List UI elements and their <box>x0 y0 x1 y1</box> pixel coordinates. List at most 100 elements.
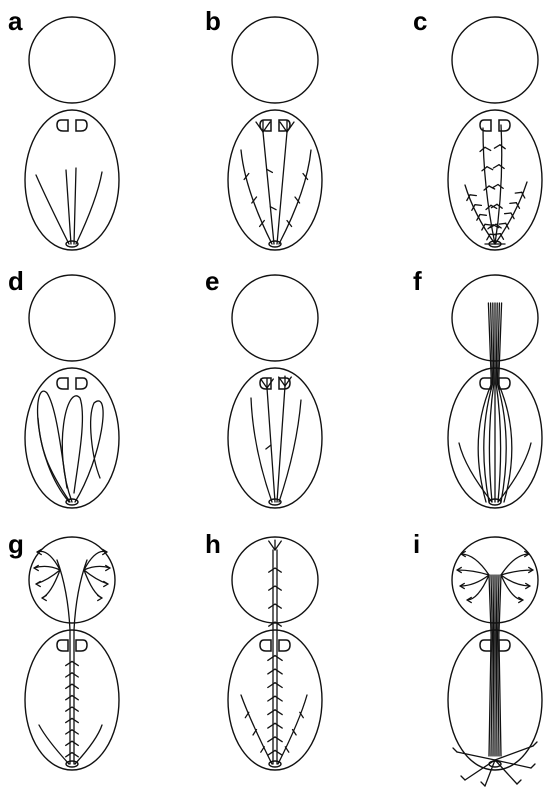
fiber-line <box>38 418 70 502</box>
panel-a: a <box>8 6 119 250</box>
spindle-pole-right <box>76 378 87 389</box>
fiber-branch <box>492 185 498 188</box>
fiber-branch <box>487 167 493 170</box>
arrow-line <box>467 575 489 600</box>
panel-label: a <box>8 6 23 36</box>
fiber-line <box>39 725 69 764</box>
spindle-pole-left <box>57 120 68 131</box>
fiber-branch <box>66 730 72 734</box>
fiber-line <box>533 742 537 746</box>
bud-cell <box>29 275 115 361</box>
spindle-pole-left <box>480 120 491 131</box>
fiber-branch <box>275 737 282 742</box>
fiber-branch <box>485 224 491 225</box>
mother-cell <box>448 110 542 250</box>
panel-label: c <box>413 6 427 36</box>
fiber-branch <box>505 213 511 214</box>
fiber-line <box>461 776 465 780</box>
fiber-branch <box>493 165 499 168</box>
panel-i: i <box>413 529 542 786</box>
bud-cell <box>452 17 538 103</box>
fiber-branch <box>66 673 72 677</box>
fiber-branch <box>268 723 275 728</box>
fiber-branch <box>268 656 275 661</box>
fiber-branch <box>268 669 275 674</box>
fiber-branch <box>470 195 476 196</box>
mother-cell <box>25 630 119 770</box>
panel-b: b <box>205 6 322 250</box>
spindle-pole-left <box>57 640 68 651</box>
fiber-branch <box>275 710 282 715</box>
fiber-branch <box>72 661 78 665</box>
panel-label: b <box>205 6 221 36</box>
fiber-branch <box>494 234 500 235</box>
fiber-branch <box>500 145 505 149</box>
fiber-branch <box>72 741 78 745</box>
arrow-line <box>501 575 523 600</box>
mother-cell <box>25 110 119 250</box>
fiber-branch <box>66 753 72 757</box>
fiber-branch <box>499 223 506 224</box>
fiber-branch <box>66 661 72 665</box>
fiber-line <box>279 400 301 502</box>
fiber-branch <box>72 673 78 677</box>
fiber-branch <box>266 445 271 449</box>
arrow-head <box>104 581 108 586</box>
spindle-pole-right <box>76 640 87 651</box>
panel-label: d <box>8 266 24 296</box>
fiber-branch <box>269 604 275 608</box>
fiber-branch <box>275 683 282 688</box>
bud-cell <box>29 17 115 103</box>
fiber-branch <box>275 669 282 674</box>
arrow-line <box>84 570 102 598</box>
fiber-branch <box>275 586 281 590</box>
fiber-branch <box>275 568 281 572</box>
spindle-pole-left <box>57 378 68 389</box>
fiber-branch <box>494 145 500 148</box>
fiber-branch <box>275 604 281 608</box>
fiber-line <box>57 560 70 764</box>
arrow-head <box>36 581 40 586</box>
fiber-branch <box>66 741 72 745</box>
bud-cell <box>232 17 318 103</box>
fiber-fork <box>269 541 275 550</box>
fiber-branch <box>72 696 78 700</box>
fiber-branch <box>268 750 275 755</box>
arrow-head <box>98 595 102 600</box>
fiber-branch <box>480 215 486 216</box>
fiber-branch <box>275 656 282 661</box>
fiber-line <box>277 386 285 502</box>
mother-cell <box>228 368 322 508</box>
fiber-branch <box>485 147 491 150</box>
panel-d: d <box>8 266 119 508</box>
fiber-line <box>517 780 521 784</box>
fiber-line <box>493 575 494 756</box>
arrow-head <box>42 595 46 600</box>
fiber-branch <box>275 750 282 755</box>
fiber-line <box>76 172 102 244</box>
mother-cell <box>25 368 119 508</box>
arrow-line <box>84 566 110 570</box>
fiber-branch <box>275 723 282 728</box>
fiber-line <box>496 575 497 756</box>
arrow-line <box>34 566 60 570</box>
fiber-branch <box>66 718 72 722</box>
fiber-branch <box>510 203 516 204</box>
spindle-pole-right <box>279 640 290 651</box>
mother-cell <box>228 630 322 770</box>
fiber-branch <box>285 747 289 752</box>
panel-f: f <box>413 266 542 508</box>
fiber-branch <box>72 684 78 688</box>
panel-label: e <box>205 266 219 296</box>
fiber-branch <box>72 753 78 757</box>
spindle-pole-left <box>480 640 491 651</box>
fiber-fork <box>275 541 281 550</box>
fiber-branch <box>268 737 275 742</box>
fiber-branch <box>268 710 275 715</box>
fiber-line <box>481 782 485 786</box>
fiber-branch <box>72 707 78 711</box>
fiber-branch <box>66 707 72 711</box>
fiber-line <box>74 560 87 764</box>
fiber-line <box>453 748 457 752</box>
